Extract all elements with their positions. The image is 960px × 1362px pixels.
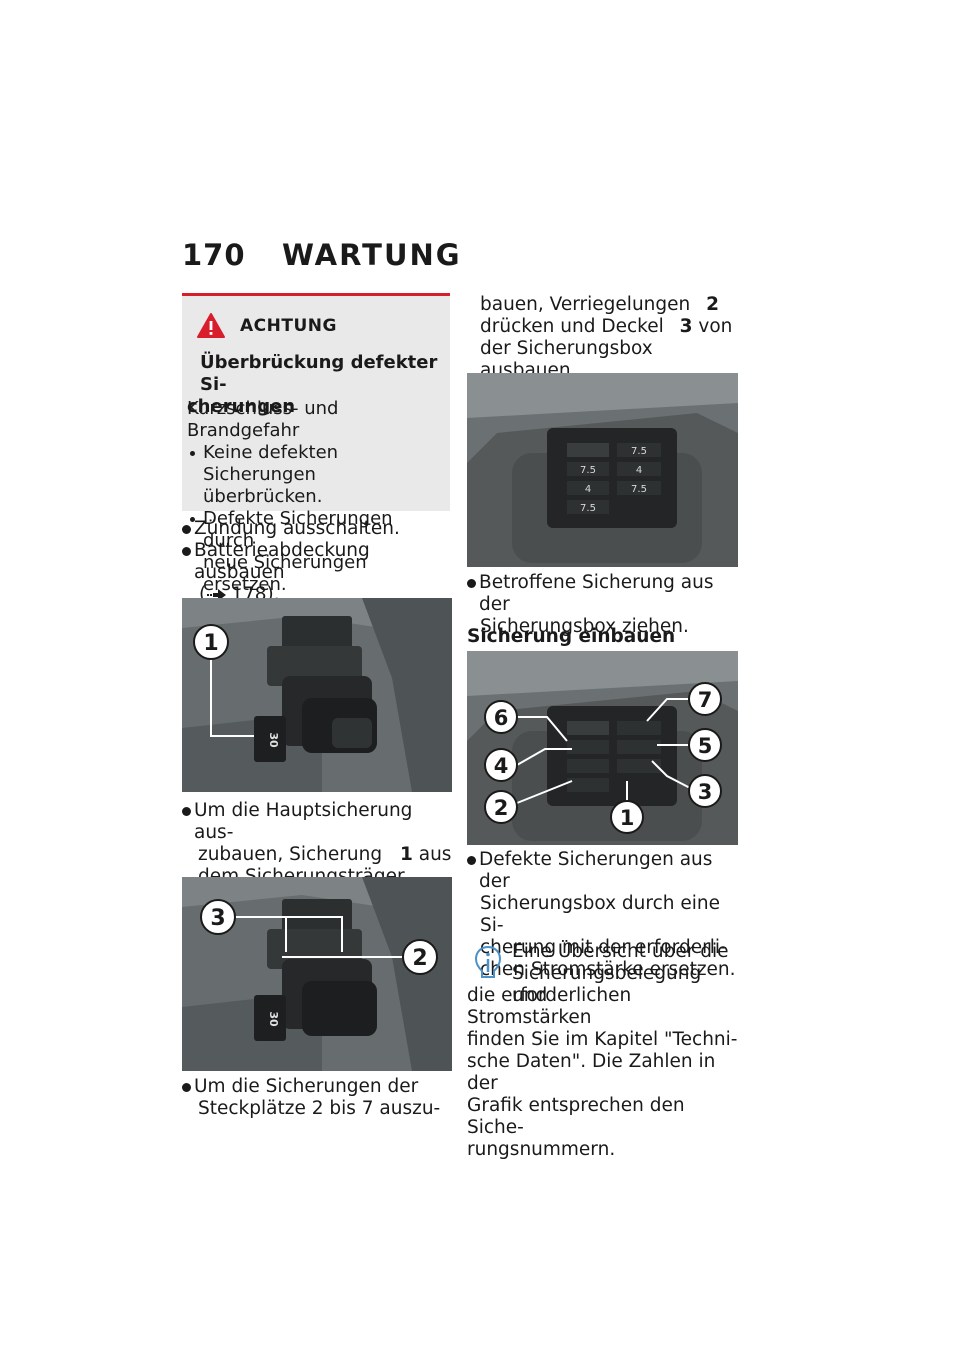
callout-marker xyxy=(688,682,722,716)
bullet-icon xyxy=(467,579,476,588)
warning-triangle-icon xyxy=(197,313,225,338)
step-continuation: bauen, Verriegelungen 2 drücken und Deck… xyxy=(467,294,742,382)
step-text: Sicherungsbox ziehen. xyxy=(480,616,689,637)
fuse-value: 4 xyxy=(636,465,642,476)
info-line: Sicherungsbelegung und xyxy=(512,963,702,1006)
warning-bullet: Defekte Sicherungen durch neue Sicherung… xyxy=(187,508,449,596)
bullet-icon xyxy=(182,525,191,534)
step-remove-fuse: Betroffene Sicherung aus der Sicherungsb… xyxy=(467,572,742,638)
step-text: zubauen, Sicherung 1 aus xyxy=(198,844,452,866)
step-text: bauen, Verriegelungen 2 xyxy=(480,294,742,316)
info-line: Eine Übersicht über die xyxy=(512,941,729,962)
inline-number: 2 xyxy=(706,294,720,315)
step-text: cherung mit der erforderli- xyxy=(480,937,727,958)
warning-bullet-line: Keine defekten Sicherungen xyxy=(203,442,339,485)
photo-fuse-box-callouts: 6 7 5 4 2 1 3 xyxy=(467,651,738,845)
step-text: Steckplätze 2 bis 7 auszu- xyxy=(198,1098,441,1119)
inline-number: 1 xyxy=(399,844,413,865)
step-text: Sicherungsbox durch eine Si- xyxy=(480,893,720,936)
warning-label: ACHTUNG xyxy=(240,315,337,336)
step-replace-fuse: Defekte Sicherungen aus der Sicherungsbo… xyxy=(467,849,742,981)
callout-number: 3 xyxy=(698,780,713,804)
bullet-icon xyxy=(182,547,191,556)
info-line: rungsnummern. xyxy=(467,1139,616,1160)
bullet-icon xyxy=(182,1083,191,1092)
fuse-value: 7.5 xyxy=(580,503,596,514)
warning-bullet-line: überbrücken. xyxy=(203,486,323,507)
inline-number: 3 xyxy=(679,316,693,337)
warning-title-line: Überbrückung defekter Si- xyxy=(200,352,438,395)
callout-marker xyxy=(402,939,438,975)
callout-marker xyxy=(688,728,722,762)
fuse-value: 7.5 xyxy=(580,465,596,476)
callout-number: 2 xyxy=(412,946,427,971)
callout-marker xyxy=(484,748,518,782)
callout-marker xyxy=(200,899,236,935)
photo-fuse-box: 7.5 7.5 4 4 7.5 7.5 xyxy=(467,373,738,567)
info-note-head: Eine Übersicht über die Sicherungsbelegu… xyxy=(512,941,742,1007)
step-text-part: drücken und Deckel xyxy=(480,316,664,337)
fuse-label-text: 30 xyxy=(267,732,280,748)
info-icon xyxy=(474,945,502,978)
callout-number: 2 xyxy=(494,796,509,820)
step-text-part: von xyxy=(698,316,733,337)
info-line: finden Sie im Kapitel "Techni- xyxy=(467,1029,738,1050)
callout-number: 6 xyxy=(494,706,509,730)
step-text: chen Stromstärke ersetzen. xyxy=(480,959,736,980)
warning-bullet: Keine defekten Sicherungen überbrücken. xyxy=(187,442,449,508)
callout-number: 1 xyxy=(620,806,635,830)
step-text-part: aus xyxy=(418,844,452,865)
reference-open: ( xyxy=(199,584,207,605)
fuse-value: 4 xyxy=(585,484,591,495)
warning-hazard: Kurzschluss- und Brandgefahr xyxy=(187,398,339,441)
photo-main-fuse: 30 1 xyxy=(182,598,452,792)
step-text: Batterieabdeckung ausbauen xyxy=(194,540,370,583)
step-text-part: bauen, Verriegelungen xyxy=(480,294,691,315)
bullet-icon xyxy=(467,856,476,865)
callout-number: 5 xyxy=(698,734,713,758)
callout-number: 1 xyxy=(203,631,218,656)
bullet-icon xyxy=(182,807,191,816)
page-number: 170 xyxy=(182,238,246,272)
warning-bullet-line: neue Sicherungen ersetzen. xyxy=(203,552,367,595)
callout-marker xyxy=(484,790,518,824)
warning-text: Kurzschluss- und Brandgefahr Keine defek… xyxy=(187,398,449,596)
callout-marker xyxy=(610,800,644,834)
warning-title: Überbrückung defekter Si- cherungen xyxy=(187,352,445,418)
step-battery: Batterieabdeckung ausbauen (178). xyxy=(182,540,452,606)
fuse-value: 7.5 xyxy=(631,484,647,495)
step-text: Um die Sicherungen der xyxy=(194,1076,419,1097)
step-text: Defekte Sicherungen aus der xyxy=(479,849,713,892)
callout-number: 3 xyxy=(210,906,225,931)
warning-bullet-line: Defekte Sicherungen durch xyxy=(203,508,393,551)
callout-number: 7 xyxy=(698,688,713,712)
section-title: WARTUNG xyxy=(282,238,462,272)
warning-box: ACHTUNG Überbrückung defekter Si- cherun… xyxy=(182,293,450,595)
step-text-part: zubauen, Sicherung xyxy=(198,844,383,865)
warning-title-line: cherungen xyxy=(187,396,296,417)
info-line: Grafik entsprechen den Siche- xyxy=(467,1095,685,1138)
fuse-label-text: 30 xyxy=(267,1011,280,1027)
callout-marker xyxy=(484,700,518,734)
info-note-body: die erforderlichen Stromstärken finden S… xyxy=(467,985,742,1161)
step-text: Um die Hauptsicherung aus- xyxy=(194,800,413,843)
callout-number: 4 xyxy=(494,754,509,778)
info-line: sche Daten". Die Zahlen in der xyxy=(467,1051,716,1094)
callout-marker xyxy=(193,624,229,660)
step-text: Zündung ausschalten. xyxy=(194,518,400,539)
step-ignition: Zündung ausschalten. xyxy=(182,518,452,540)
step-text: drücken und Deckel 3 von xyxy=(480,316,742,338)
step-slots: Um die Sicherungen der Steckplätze 2 bis… xyxy=(182,1076,452,1120)
step-text: Betroffene Sicherung aus der xyxy=(479,572,714,615)
fuse-value: 7.5 xyxy=(631,446,647,457)
callout-marker xyxy=(688,774,722,808)
subheading: Sicherung einbauen xyxy=(467,626,676,647)
photo-fuse-cover: 30 3 2 xyxy=(182,877,452,1071)
info-line: die erforderlichen Stromstärken xyxy=(467,985,632,1028)
